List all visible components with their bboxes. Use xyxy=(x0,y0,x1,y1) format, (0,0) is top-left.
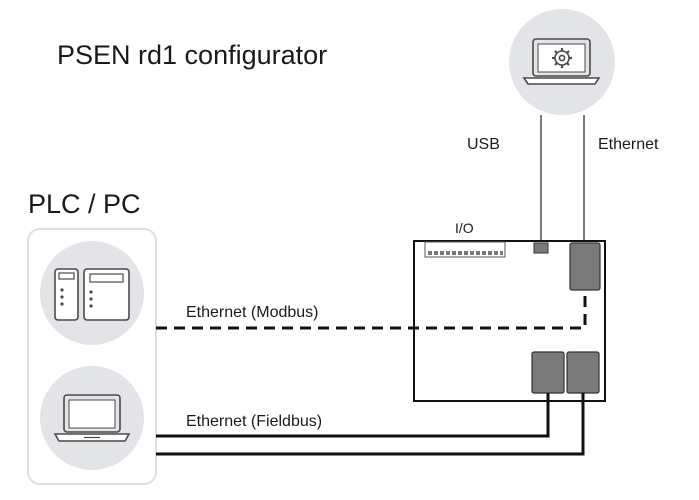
diagram-title: PSEN rd1 configurator xyxy=(57,40,327,70)
plc-pc-label: PLC / PC xyxy=(28,189,141,219)
configurator-node xyxy=(509,9,615,115)
laptop-gear-icon xyxy=(522,38,601,85)
controller-device: I/O xyxy=(413,220,606,402)
fieldbus-cable-lower xyxy=(156,393,585,456)
usb-port xyxy=(533,242,549,254)
ethernet-port-top xyxy=(569,242,601,291)
io-terminal-block xyxy=(424,241,506,258)
plc-node xyxy=(40,241,144,345)
laptop-icon xyxy=(53,394,131,442)
io-label: I/O xyxy=(455,220,474,236)
ethernet-port-bottom-right xyxy=(566,351,600,394)
pc-node xyxy=(40,366,144,470)
usb-label: USB xyxy=(467,136,500,153)
modbus-label: Ethernet (Modbus) xyxy=(186,304,319,321)
ethernet-label: Ethernet xyxy=(598,136,659,153)
plc-modules-icon xyxy=(54,268,130,321)
fieldbus-cable-upper xyxy=(156,393,550,438)
fieldbus-label: Ethernet (Fieldbus) xyxy=(186,413,322,430)
modbus-cable xyxy=(156,290,587,330)
ethernet-port-bottom-left xyxy=(531,351,565,394)
